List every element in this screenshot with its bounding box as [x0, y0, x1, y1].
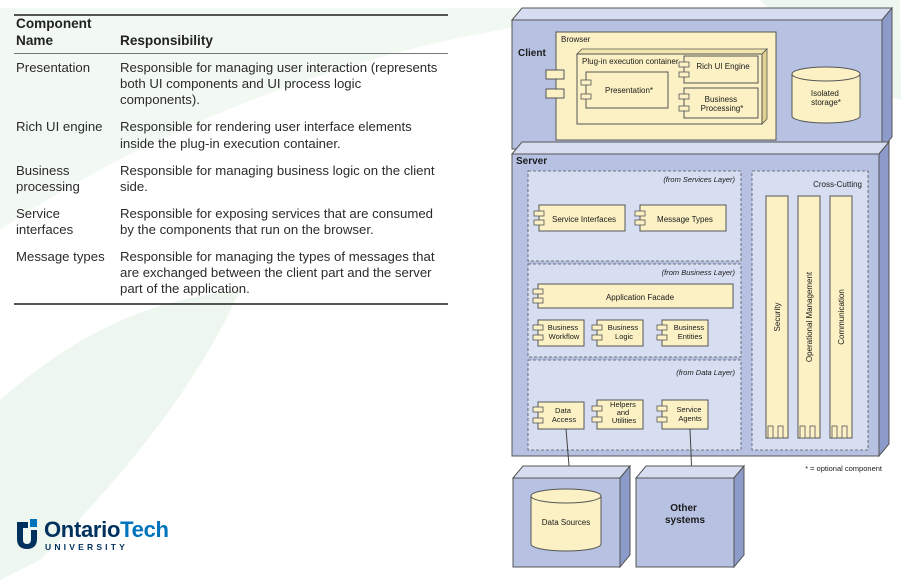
logo-name: OntarioTech	[44, 517, 169, 542]
service-agents-label: Service Agents	[676, 405, 703, 423]
presentation-component: Presentation*	[580, 71, 669, 109]
browser-title: Browser	[561, 35, 591, 44]
server-title: Server	[516, 156, 547, 167]
client-title: Client	[518, 48, 546, 59]
logo-mark-icon	[17, 519, 37, 549]
presentation-label: Presentation*	[605, 86, 653, 95]
ontario-tech-logo: OntarioTech UNIVERSITY	[15, 516, 185, 556]
data-sources-label: Data Sources	[542, 518, 590, 527]
services-layer-label: (from Services Layer)	[663, 175, 735, 184]
helpers-utilities-component: Helpers and Utilities	[591, 399, 644, 430]
communication-label: Communication	[837, 289, 846, 345]
application-facade-label: Application Facade	[606, 293, 675, 302]
component-tab-icon	[545, 88, 565, 99]
table-row: Message types Responsible for managing t…	[14, 243, 448, 306]
logo-subtitle: UNIVERSITY	[45, 542, 129, 552]
rich-ui-label: Rich UI Engine	[696, 62, 750, 71]
row-responsibility: Responsible for rendering user interface…	[120, 119, 412, 151]
business-layer: (from Business Layer) Application Facade…	[527, 263, 742, 358]
cross-cutting-label: Cross-Cutting	[813, 180, 862, 189]
communication-component: Communication	[829, 195, 853, 439]
table-row: Business processing Responsible for mana…	[14, 157, 448, 200]
data-access-label: Data Access	[552, 406, 576, 424]
plugin-container-title: Plug-in execution container	[582, 57, 679, 66]
helpers-utilities-label: Helpers and Utilities	[610, 400, 638, 425]
data-layer-label: (from Data Layer)	[676, 368, 735, 377]
header-responsibility: Responsibility	[118, 16, 448, 55]
responsibility-table: Component Name Responsibility Presentati…	[14, 14, 448, 306]
footnote: * = optional component	[805, 464, 883, 473]
row-responsibility: Responsible for exposing services that a…	[120, 205, 434, 237]
header-component-name: Component Name	[14, 16, 118, 55]
data-layer: (from Data Layer) Data Access Helpers an…	[527, 359, 742, 451]
service-interfaces-component: Service Interfaces	[533, 204, 626, 232]
row-name: Business processing	[16, 162, 80, 194]
business-processing-component: Business Processing*	[678, 87, 759, 119]
business-workflow-component: Business Workflow	[532, 319, 585, 347]
operational-management-label: Operational Management	[805, 271, 814, 362]
table-row: Presentation Responsible for managing us…	[14, 54, 448, 114]
cross-cutting-section: Cross-Cutting Security Operational Manag…	[751, 170, 869, 451]
row-responsibility: Responsible for managing the types of me…	[118, 243, 448, 306]
message-types-component: Message Types	[634, 204, 727, 232]
message-types-label: Message Types	[657, 215, 713, 224]
service-agents-component: Service Agents	[656, 399, 709, 430]
data-sources-database: Data Sources	[530, 488, 602, 552]
business-layer-label: (from Business Layer)	[662, 268, 736, 277]
other-systems-label: Other systems	[665, 503, 705, 526]
row-name: Service interfaces	[16, 205, 74, 237]
services-layer: (from Services Layer) Service Interfaces…	[527, 170, 742, 262]
business-workflow-label: Business Workflow	[548, 323, 581, 341]
component-tab-icon	[545, 69, 565, 80]
operational-management-component: Operational Management	[797, 195, 821, 439]
row-name: Message types	[14, 243, 118, 306]
data-access-component: Data Access	[532, 401, 585, 430]
table-row: Rich UI engine Responsible for rendering…	[14, 113, 448, 156]
isolated-storage-label: Isolated storage*	[811, 89, 841, 107]
service-interfaces-label: Service Interfaces	[552, 215, 616, 224]
isolated-storage-database: Isolated storage*	[791, 66, 861, 124]
business-entities-label: Business Entities	[674, 323, 707, 341]
row-responsibility: Responsible for managing business logic …	[120, 162, 435, 194]
table-header-row: Component Name Responsibility	[14, 16, 448, 55]
row-name: Presentation	[16, 60, 91, 76]
business-processing-label: Business Processing*	[701, 95, 744, 113]
security-label: Security	[773, 303, 782, 332]
data-sources-node: Data Sources	[511, 464, 632, 569]
rich-ui-engine-component: Rich UI Engine	[678, 55, 759, 84]
row-responsibility: Responsible for managing user interactio…	[120, 60, 438, 108]
application-facade-component: Application Facade	[532, 283, 734, 309]
business-logic-label: Business Logic	[608, 323, 641, 341]
security-component: Security	[765, 195, 789, 439]
table-row: Service interfaces Responsible for expos…	[14, 200, 448, 243]
business-entities-component: Business Entities	[656, 319, 709, 347]
other-systems-node: Other systems	[634, 464, 746, 569]
business-logic-component: Business Logic	[591, 319, 644, 347]
row-name: Rich UI engine	[16, 119, 103, 135]
